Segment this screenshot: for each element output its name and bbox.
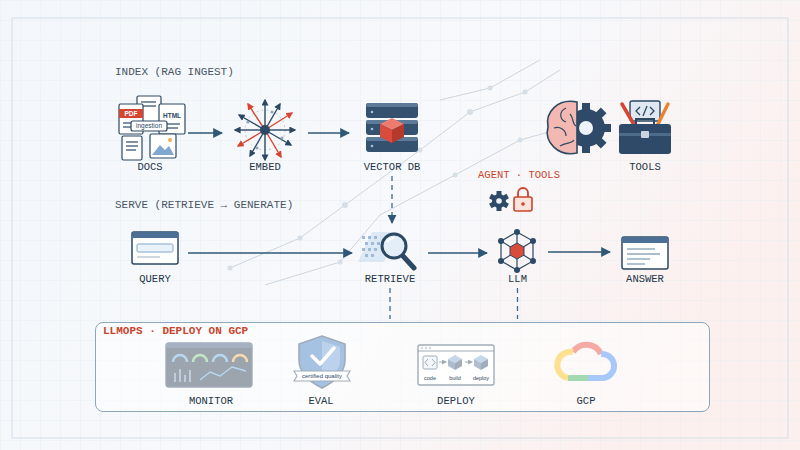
section-label: SERVE (RETRIEVE → GENERATE) (115, 199, 293, 211)
deploy-pipeline (418, 345, 494, 385)
flow-arrow (188, 252, 352, 253)
node-label: EVAL (308, 395, 333, 407)
icon-text: code (424, 375, 436, 381)
gcp-logo (557, 345, 614, 378)
icon-node: EVAL (293, 335, 349, 407)
section-label: INDEX (RAG INGEST) (115, 66, 234, 78)
node-label: TOOLS (629, 161, 661, 173)
eval-shield (294, 336, 350, 388)
section-label: AGENT · TOOLS (478, 170, 560, 182)
node-label: DOCS (137, 161, 162, 173)
node-label: ANSWER (626, 273, 664, 285)
icon-node: DEPLOY (416, 341, 496, 407)
flow-arrow (548, 251, 610, 252)
icon-node: ANSWER (613, 232, 677, 285)
icon-node: MONITOR (166, 341, 256, 407)
agent-gear-lock (489, 188, 532, 211)
docs-icon (119, 96, 185, 160)
icon-node: RETRIEVE (355, 226, 425, 285)
icon-node: QUERY (125, 228, 185, 285)
icon-text: build (449, 375, 461, 381)
dashed-connector (517, 288, 518, 319)
icon-node: VECTOR DB (352, 98, 432, 173)
node-label: VECTOR DB (364, 161, 421, 173)
toolbox-icon (619, 101, 671, 154)
icon-node: GCP (551, 339, 621, 407)
icon-node: EMBED (225, 95, 305, 173)
node-label: GCP (577, 395, 596, 407)
answer-window (622, 237, 668, 269)
node-label: DEPLOY (437, 395, 475, 407)
node-label: LLM (508, 273, 527, 285)
icon-text: deploy (473, 375, 489, 381)
node-label: EMBED (249, 161, 281, 173)
icon-text: PDF (125, 110, 138, 117)
retrieve-magnifier (358, 232, 414, 268)
dashed-connector (391, 176, 392, 223)
embedding-burst (235, 100, 295, 160)
icon-text: certified quality (302, 373, 342, 380)
icon-node: DOCS (115, 97, 185, 173)
flow-arrow (308, 132, 349, 133)
icon-text: ingestion (136, 122, 162, 129)
flow-arrow (428, 252, 487, 253)
icon-text: HTML (163, 112, 181, 119)
vector-db-icon (366, 103, 418, 152)
node-label: QUERY (139, 273, 171, 285)
brain-gear-icon (547, 101, 611, 153)
monitor-dashboard (166, 343, 252, 387)
node-label: MONITOR (189, 395, 233, 407)
node-label: RETRIEVE (365, 273, 415, 285)
query-window (132, 232, 178, 264)
band-heading: LLMOPS · DEPLOY ON GCP (103, 325, 248, 338)
dashed-connector (389, 288, 390, 319)
flow-arrow (188, 132, 222, 133)
stage-band: LLMOPS · DEPLOY ON GCP MONITOR EVAL DEPLOY G… (95, 322, 710, 412)
llm-network (498, 229, 536, 273)
icon-node: LLM (490, 226, 545, 285)
icon-node: TOOLS (615, 98, 675, 173)
